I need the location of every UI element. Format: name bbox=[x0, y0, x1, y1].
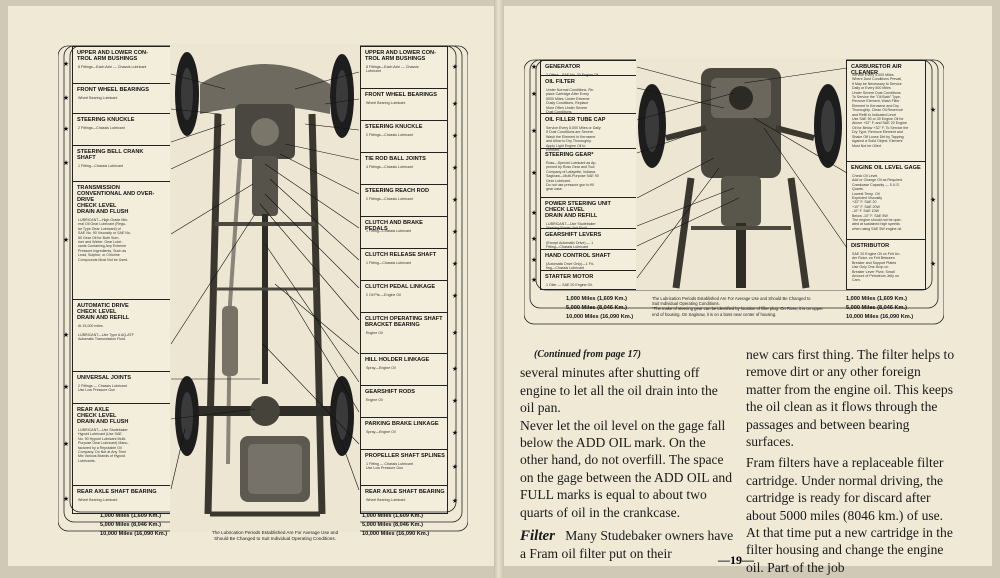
right-col-mile-label-2: 5,000 Miles (8,046 Km.) bbox=[362, 522, 423, 528]
right-leader-lines bbox=[634, 58, 850, 290]
article-column-1: (Continued from page 17) several minutes… bbox=[520, 346, 734, 563]
article-paragraph-4: Fram filters have a replaceable filter c… bbox=[746, 454, 956, 576]
article-paragraph-2: Never let the oil level on the gage fall… bbox=[520, 417, 734, 521]
right-mile-label-1: 1,000 Miles (1,609 Km.) bbox=[566, 296, 627, 302]
article-paragraph-1: several minutes after shutting off engin… bbox=[520, 364, 734, 416]
continued-note: (Continued from page 17) bbox=[534, 346, 734, 363]
right-col2-mile-label-3: 10,000 Miles (16,090 Km.) bbox=[846, 314, 913, 320]
left-caption: The Lubrication Periods Established Are … bbox=[200, 530, 350, 542]
article-column-2: new cars first thing. The filter helps t… bbox=[746, 346, 956, 576]
page-gutter bbox=[494, 0, 504, 578]
left-leader-lines bbox=[165, 44, 365, 534]
right-col-mile-label-3: 10,000 Miles (16,090 Km.) bbox=[362, 531, 429, 537]
filter-paragraph: Filter Many Studebaker owners have a Fra… bbox=[520, 527, 734, 563]
left-mile-label-3: 10,000 Miles (16,090 Km.) bbox=[100, 531, 167, 537]
article-paragraph-3: new cars first thing. The filter helps t… bbox=[746, 346, 956, 450]
right-mile-label-3: 10,000 Miles (16,090 Km.) bbox=[566, 314, 633, 320]
filter-heading: Filter bbox=[520, 528, 555, 544]
right-col2-mile-label-2: 5,000 Miles (8,046 Km.) bbox=[846, 305, 907, 311]
right-col2-mile-label-1: 1,000 Miles (1,609 Km.) bbox=[846, 296, 907, 302]
left-mile-label-1: 1,000 Miles (1,609 Km.) bbox=[100, 513, 161, 519]
right-caption: The Lubrication Periods Established Are … bbox=[652, 296, 842, 317]
right-mile-label-2: 5,000 Miles (8,046 Km.) bbox=[566, 305, 627, 311]
left-mile-label-2: 5,000 Miles (8,046 Km.) bbox=[100, 522, 161, 528]
right-col-mile-label-1: 1,000 Miles (1,609 Km.) bbox=[362, 513, 423, 519]
page-number: —19— bbox=[718, 553, 754, 568]
